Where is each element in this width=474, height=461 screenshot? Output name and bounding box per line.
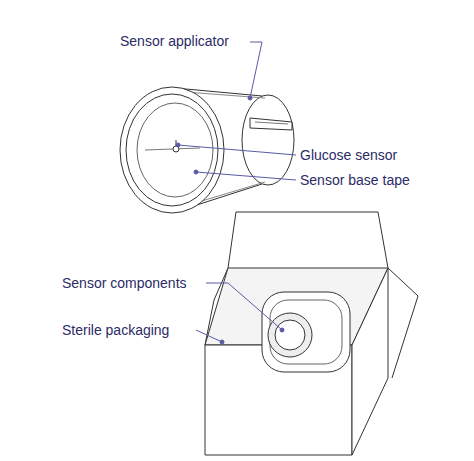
- box-drawing: [205, 212, 418, 455]
- applicator-drawing: [120, 87, 294, 213]
- leader-lines: [176, 42, 296, 344]
- part-label: Sensor base tape: [300, 172, 410, 188]
- part-label: Sterile packaging: [62, 322, 169, 338]
- part-label: Glucose sensor: [300, 147, 397, 163]
- part-label: Sensor components: [62, 275, 187, 291]
- part-label: Sensor applicator: [120, 33, 229, 49]
